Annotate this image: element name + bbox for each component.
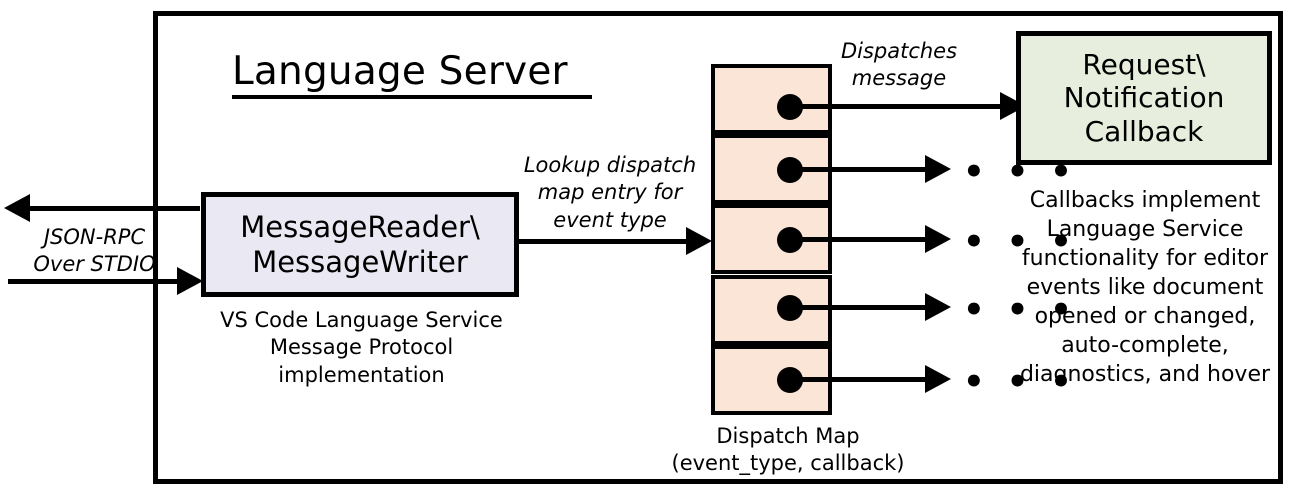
- request-notification-callback-box[interactable]: Request\ Notification Callback: [1016, 31, 1272, 165]
- dispatch-edge-label-line2: message: [851, 66, 947, 91]
- dispatch-edge-line-3: [790, 237, 945, 242]
- dispatch-edge-line-1: [790, 104, 1020, 109]
- message-reader-writer-box[interactable]: MessageReader\ MessageWriter: [201, 192, 519, 297]
- lookup-edge-line: [517, 239, 692, 244]
- dispatch-edge-line-2: [790, 167, 945, 172]
- callback-desc-line1: Callbacks implement: [1029, 188, 1261, 213]
- dispatch-edge-label-line1: Dispatches: [840, 39, 958, 63]
- lookup-edge-label-line1: Lookup dispatch: [523, 153, 697, 177]
- message-reader-writer-title: MessageReader\ MessageWriter: [240, 210, 480, 278]
- dispatch-map-cell[interactable]: [711, 64, 832, 134]
- callback-title-line1: Request\: [1082, 47, 1206, 81]
- dispatch-target-ellipsis: • • •: [963, 362, 1077, 402]
- dispatch-edge-arrow-icon-2: [925, 155, 951, 183]
- lookup-edge-label-line2: map entry for: [537, 180, 683, 205]
- dispatch-edge-line-5: [790, 377, 945, 382]
- lookup-edge-arrow-icon: [686, 227, 712, 255]
- dispatch-map-caption-line1: Dispatch Map: [716, 424, 860, 448]
- dispatch-edge-arrow-icon-3: [925, 225, 951, 253]
- stdio-edge-label: JSON-RPC Over STDIO: [22, 224, 167, 279]
- stdio-inbound-arrow-icon: [177, 267, 203, 295]
- callback-title-line3: Callback: [1084, 114, 1204, 148]
- callback-desc-line2: Language Service: [1046, 217, 1244, 243]
- dispatch-edge-arrow-icon-4: [925, 293, 951, 321]
- stdio-outbound-arrow-icon: [4, 194, 30, 222]
- stdio-edge-label-line2: Over STDIO: [33, 252, 156, 277]
- callback-desc-line4: events like document: [1026, 275, 1264, 301]
- lookup-edge-label: Lookup dispatch map entry for event type: [515, 152, 705, 234]
- callback-desc-line3: functionality for editor: [1021, 246, 1269, 272]
- language-server-boundary: [153, 11, 1283, 484]
- dispatch-target-ellipsis: • • •: [963, 222, 1077, 262]
- dispatch-edge-label: Dispatches message: [829, 38, 969, 93]
- stdio-outbound-line: [28, 206, 200, 211]
- callback-title-line2: Notification: [1063, 81, 1225, 115]
- page-title: Language Server: [232, 51, 592, 99]
- callback-desc-line5: opened or changed,: [1034, 304, 1256, 330]
- stdio-inbound-line: [8, 279, 183, 284]
- dispatch-map-cell[interactable]: [711, 275, 832, 345]
- message-writer-label: MessageWriter: [252, 244, 468, 279]
- message-reader-writer-caption: VS Code Language Service Message Protoco…: [189, 307, 534, 389]
- lookup-edge-label-line3: event type: [553, 207, 667, 232]
- reader-caption-line1: VS Code Language Service: [220, 308, 503, 332]
- dispatch-map-caption-line2: (event_type, callback): [671, 451, 905, 476]
- dispatch-target-ellipsis: • • •: [963, 290, 1077, 330]
- reader-caption-line2: Message Protocol implementation: [269, 335, 454, 387]
- dispatch-edge-arrow-icon-5: [925, 365, 951, 393]
- stdio-edge-label-line1: JSON-RPC: [43, 225, 146, 249]
- callback-description: Callbacks implement Language Service fun…: [1005, 186, 1285, 389]
- callback-box-title: Request\ Notification Callback: [1064, 48, 1225, 149]
- message-reader-label: MessageReader\: [240, 210, 480, 245]
- callback-desc-line6: auto-complete,: [1061, 333, 1229, 359]
- dispatch-edge-line-4: [790, 305, 945, 310]
- callback-desc-line7: diagnostics, and hover: [1019, 362, 1271, 388]
- dispatch-map-caption: Dispatch Map (event_type, callback): [643, 423, 933, 478]
